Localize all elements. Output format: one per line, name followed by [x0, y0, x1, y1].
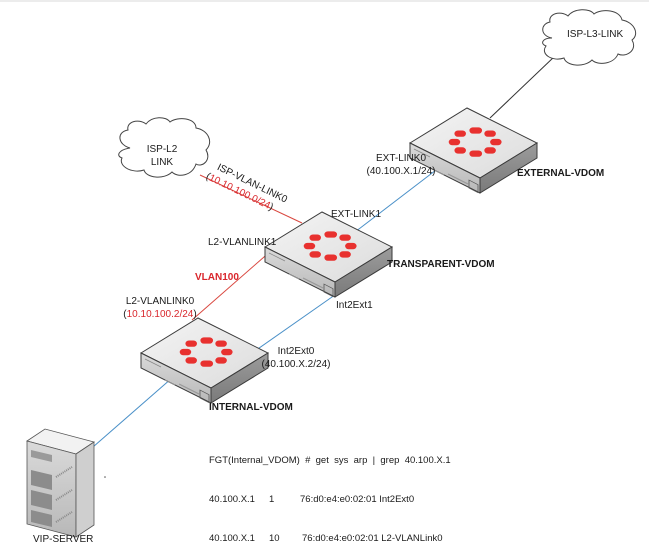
- iface-int2ext0-ip: (40.100.X.2/24): [261, 359, 331, 370]
- iface-int2ext0: Int2Ext0 (40.100.X.2/24): [255, 346, 337, 371]
- link-ext-link1-to-ext-link0: [354, 166, 441, 233]
- device-label-internal: INTERNAL-VDOM: [209, 402, 293, 413]
- arp-ip: 40.100.X.1: [209, 533, 255, 544]
- iface-ext-link0-name: EXT-LINK0: [375, 153, 427, 164]
- vip-server-icon: [26, 428, 95, 538]
- iface-l2-vlanlink0-ip-wrap: (10.10.100.2/24): [118, 309, 202, 321]
- arp-ip: 40.100.X.1: [209, 494, 255, 505]
- top-border: [0, 0, 649, 2]
- iface-ext-link0: EXT-LINK0 (40.100.X.1/24): [358, 153, 444, 178]
- arp-mac: 76:d0:e4:e0:02:01: [300, 494, 377, 505]
- cloud-isp-l2-line2: LINK: [150, 157, 174, 168]
- iface-l2-vlanlink0-ip: 10.10.100.2/24: [126, 309, 194, 320]
- cloud-isp-l2: [118, 117, 211, 178]
- arp-row: 40.100.X.1 1 76:d0:e4:e0:02:01 Int2Ext0: [209, 493, 451, 506]
- iface-ext-link1: EXT-LINK1: [331, 209, 382, 220]
- arp-mac: 76:d0:e4:e0:02:01: [302, 533, 379, 544]
- link-vlan100: [191, 249, 273, 321]
- link-isp-l2-to-transparent: [199, 174, 303, 224]
- device-label-transparent: TRANSPARENT-VDOM: [387, 259, 495, 270]
- iface-ext-link0-ip: (40.100.X.1/24): [366, 166, 436, 177]
- iface-int2ext0-name: Int2Ext0: [277, 346, 315, 357]
- cloud-isp-l3: [542, 9, 637, 66]
- cloud-isp-l2-label: ISP-L2 LINK: [138, 144, 186, 169]
- cloud-isp-l3-label: ISP-L3-LINK: [567, 29, 624, 40]
- fortigate-external-vdom: [410, 108, 537, 193]
- cli-command: FGT(Internal_VDOM) # get sys arp | grep …: [209, 455, 451, 466]
- cli-output: FGT(Internal_VDOM) # get sys arp | grep …: [209, 428, 451, 550]
- iface-int2ext1: Int2Ext1: [336, 300, 373, 311]
- iface-l2-vlanlink0: L2-VLANLINK0 (10.10.100.2/24): [118, 296, 202, 321]
- link-internal-to-server: [92, 377, 173, 448]
- paren-close: ): [193, 309, 197, 320]
- link-isp-l3-to-external: [489, 55, 556, 119]
- cloud-isp-l2-line1: ISP-L2: [146, 144, 178, 155]
- fortigate-internal-vdom: [141, 318, 268, 403]
- fortigate-transparent-vdom: [265, 212, 392, 297]
- arp-row: 40.100.X.1 10 76:d0:e4:e0:02:01 L2-VLANLin…: [209, 532, 451, 545]
- device-label-server: VIP-SERVER: [33, 534, 94, 545]
- arp-iface: L2-VLANLink0: [381, 533, 443, 544]
- iface-l2-vlanlink1: L2-VLANLINK1: [208, 237, 277, 248]
- arp-iface: Int2Ext0: [379, 494, 415, 505]
- arp-age: 10: [269, 533, 280, 544]
- iface-l2-vlanlink0-name: L2-VLANLINK0: [125, 296, 195, 307]
- arp-age: 1: [269, 494, 275, 505]
- paren-open: (: [123, 309, 127, 320]
- vlan-label: VLAN100: [195, 272, 239, 283]
- stray-dot: [104, 476, 106, 478]
- device-label-external: EXTERNAL-VDOM: [517, 168, 605, 179]
- link-int2ext: [251, 289, 343, 354]
